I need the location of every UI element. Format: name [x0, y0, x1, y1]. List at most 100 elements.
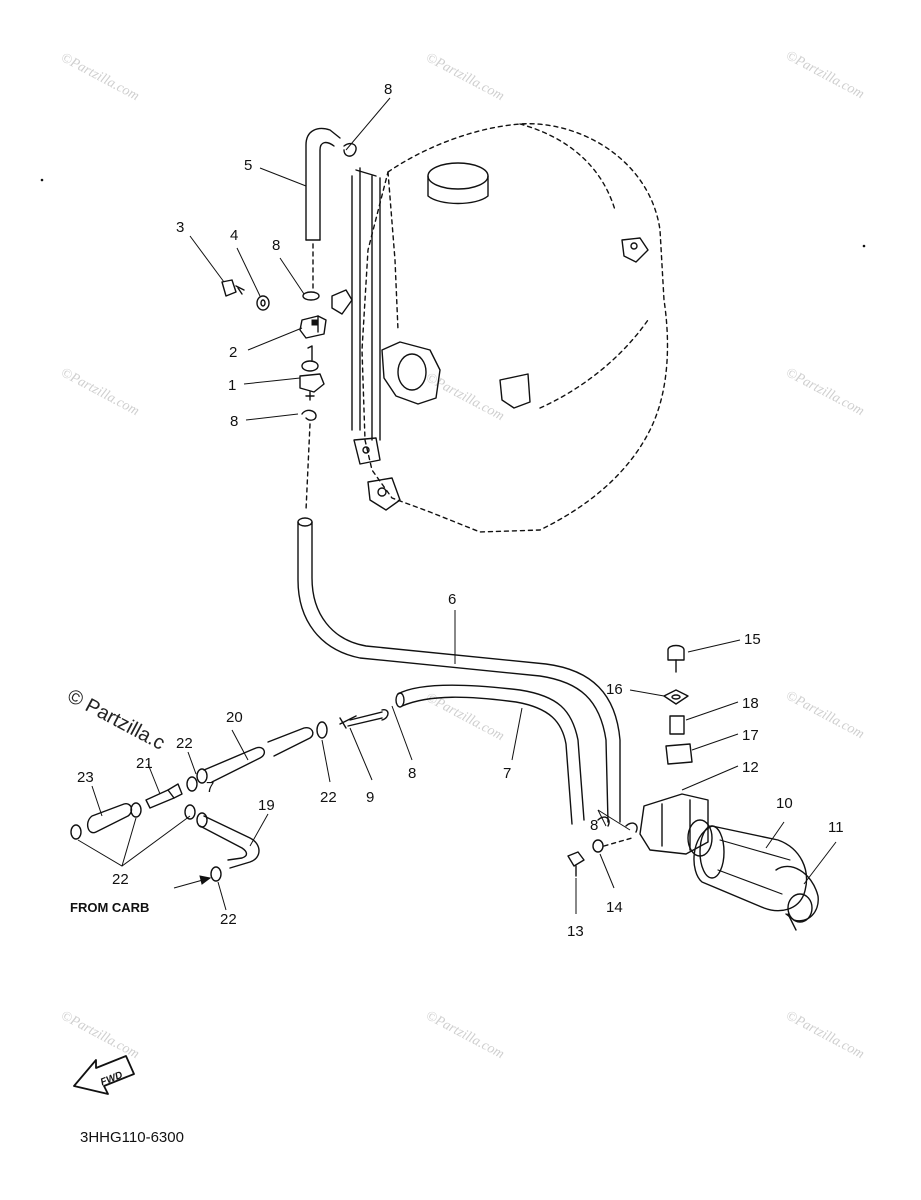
callout-number: 9 [366, 789, 374, 806]
speck [40, 178, 44, 182]
leader-line [236, 247, 261, 297]
callout-number: 10 [776, 795, 793, 812]
leader-line [189, 235, 225, 283]
speck [862, 244, 866, 248]
callout-number: 23 [77, 769, 94, 786]
leader-line [345, 97, 391, 151]
collar [669, 715, 685, 735]
washer [256, 295, 270, 311]
clamp [343, 142, 357, 157]
from-carb-label: FROM CARB [70, 900, 149, 915]
fwd-arrow-icon: FWD [73, 1055, 135, 1095]
hose [86, 803, 133, 834]
watermark: ©Partzilla.com [58, 50, 141, 104]
watermark: ©Partzilla.com [423, 50, 506, 104]
watermark: ©Partzilla.com [58, 1008, 141, 1062]
leader-line [249, 813, 269, 847]
leader-line [599, 853, 615, 889]
washer [592, 839, 604, 853]
callout-number: 8 [384, 81, 392, 98]
leader-line [243, 377, 301, 385]
joint [339, 709, 389, 729]
fitting [145, 783, 183, 809]
leader-line [279, 257, 305, 295]
watermark-prominent: © Partzilla.c [64, 685, 169, 755]
leader-line [803, 841, 837, 885]
leader-line [687, 639, 741, 653]
callout-number: 15 [744, 631, 761, 648]
fuel-tank [351, 123, 669, 533]
leader-line [245, 413, 299, 421]
callout-number: 21 [136, 755, 153, 772]
callout-number: 8 [272, 237, 280, 254]
watermark: ©Partzilla.com [783, 48, 866, 102]
vent-hose [305, 127, 341, 291]
leader-line [691, 733, 739, 751]
callout-number: 7 [206, 779, 214, 796]
callout-number: 22 [176, 735, 193, 752]
callout-number: 13 [567, 923, 584, 940]
callout-number: 5 [244, 157, 252, 174]
callout-number: 18 [742, 695, 759, 712]
fuel-cock [299, 315, 327, 339]
callout-number: 7 [503, 765, 511, 782]
callout-number: 2 [229, 344, 237, 361]
tank-bracket [331, 289, 353, 315]
clamp [302, 291, 320, 301]
leader-line [349, 727, 373, 781]
leader-line [321, 739, 331, 783]
bolt [667, 644, 685, 673]
callout-number: 6 [448, 591, 456, 608]
pump-cap [775, 865, 819, 931]
fuel-strainer [299, 345, 325, 401]
leader-line [147, 763, 161, 795]
leader-line [121, 817, 137, 867]
watermarks: ©Partzilla.com ©Partzilla.com ©Partzilla… [58, 48, 866, 1062]
leader-line [681, 765, 739, 791]
callout-number: 22 [320, 789, 337, 806]
callout-number: 14 [606, 899, 623, 916]
callout-number: 1 [228, 377, 236, 394]
clamp [301, 409, 317, 421]
bolt [221, 279, 245, 297]
leader-line [247, 327, 303, 351]
callouts: 8 5 3 4 8 2 1 8 6 15 16 18 17 12 10 11 8… [77, 81, 844, 940]
fuel-hose [395, 684, 585, 825]
leader-line [597, 809, 631, 831]
callout-number: 8 [230, 413, 238, 430]
leader-line [231, 729, 249, 761]
from-carb-arrowhead [199, 875, 212, 885]
watermark: ©Partzilla.com [423, 1008, 506, 1062]
leader-line [597, 809, 607, 827]
watermark: ©Partzilla.com [58, 365, 141, 419]
hose [203, 726, 314, 783]
callout-number: 8 [408, 765, 416, 782]
callout-number: 22 [112, 871, 129, 888]
callout-number: 19 [258, 797, 275, 814]
leader-line [187, 751, 197, 775]
leader-line [765, 821, 785, 849]
fuel-hose [297, 517, 621, 823]
leader-line [511, 707, 523, 761]
callout-number: 11 [828, 819, 844, 836]
hose [196, 812, 260, 869]
callout-number: 4 [230, 227, 238, 244]
watermark: ©Partzilla.com [783, 688, 866, 742]
callout-number: 12 [742, 759, 759, 776]
fuel-pump [693, 825, 808, 912]
clamp [597, 816, 638, 833]
bolt [567, 851, 585, 877]
watermark: ©Partzilla.com [783, 1008, 866, 1062]
callout-number: 17 [742, 727, 759, 744]
leader-line [391, 705, 413, 761]
leader-line [259, 167, 307, 187]
callout-number: 20 [226, 709, 243, 726]
pump-bracket [639, 793, 713, 857]
clamp [316, 721, 328, 739]
callout-number: 8 [590, 817, 598, 834]
nut [663, 689, 689, 705]
grommet [665, 743, 693, 765]
callout-number: 16 [606, 681, 623, 698]
document-code: 3HHG110-6300 [80, 1129, 184, 1146]
